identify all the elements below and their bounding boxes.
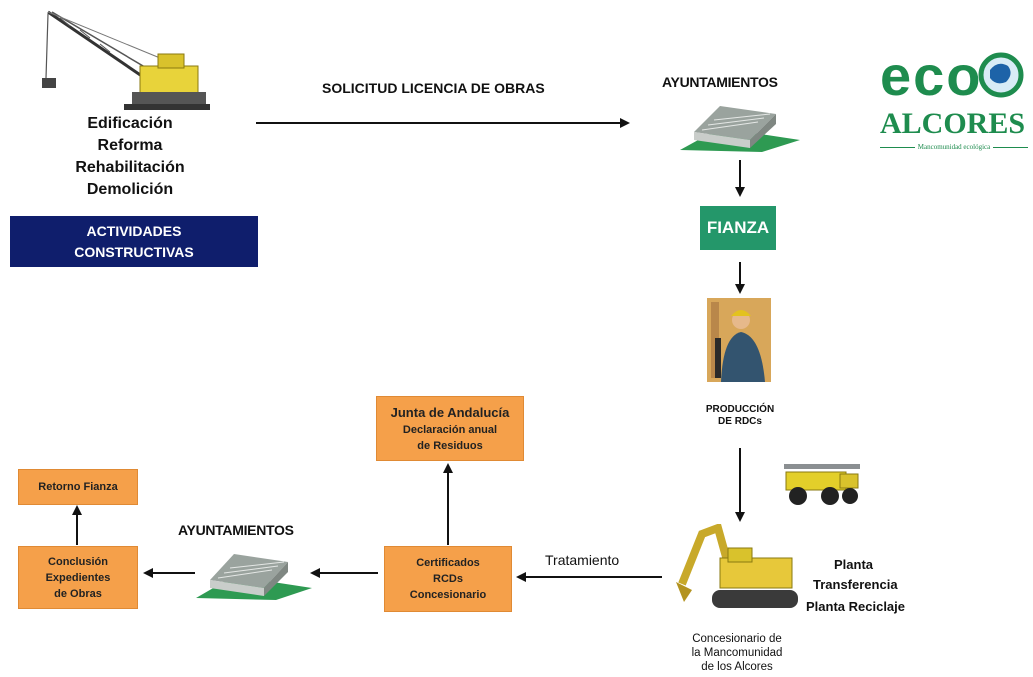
worker-photo-icon (707, 298, 771, 382)
excavator-icon (676, 524, 798, 608)
solicitud-licencia-label: SOLICITUD LICENCIA DE OBRAS (322, 80, 545, 96)
retorno-fianza-box: Retorno Fianza (18, 469, 138, 505)
concesionario-line-2: la Mancomunidad (691, 647, 783, 659)
certificados-line-1: Certificados (416, 557, 480, 569)
activities-list: Edificación Reforma Rehabilitación Demol… (60, 113, 200, 201)
city-hall-building-icon (680, 106, 800, 152)
concesionario-label: Concesionario de la Mancomunidad de los … (668, 632, 806, 674)
conclusion-line-3: de Obras (54, 587, 102, 600)
logo-alcores-text: ALCORES (880, 107, 1026, 140)
activity-demolicion: Demolición (86, 181, 174, 198)
certificados-box: Certificados RCDs Concesionario (384, 546, 512, 612)
actividades-line-2: CONSTRUCTIVAS (74, 243, 194, 260)
certificados-line-2: RCDs (433, 573, 463, 585)
transferencia-label: Transferencia (813, 577, 898, 592)
fianza-box: FIANZA (700, 206, 776, 250)
globe-icon (978, 52, 1024, 98)
eco-alcores-logo: eco ALCORES Mancomunidad ecológica (880, 48, 1030, 158)
ayuntamientos-bottom-label: AYUNTAMIENTOS (178, 522, 294, 538)
junta-line-2: de Residuos (417, 439, 483, 452)
dragline-excavator-icon (42, 10, 210, 110)
actividades-line-1: ACTIVIDADES (86, 222, 182, 239)
planta-reciclaje-label: Planta Reciclaje (806, 599, 905, 614)
logo-subtitle: Mancomunidad ecológica (917, 143, 991, 151)
junta-line-1: Declaración anual (402, 423, 498, 436)
actividades-constructivas-box: ACTIVIDADES CONSTRUCTIVAS (10, 216, 258, 267)
logo-subtitle-row: Mancomunidad ecológica (880, 143, 1029, 151)
junta-andalucia-box: Junta de Andalucía Declaración anual de … (376, 396, 524, 461)
activity-reforma: Reforma (97, 137, 163, 154)
conclusion-expedientes-box: Conclusión Expedientes de Obras (18, 546, 138, 609)
produccion-rdcs-label: PRODUCCIÓN DE RDCs (690, 404, 790, 428)
dump-truck-icon (784, 464, 860, 505)
produccion-line-2: DE RDCs (718, 416, 762, 427)
activity-edificacion: Edificación (87, 115, 173, 132)
retorno-fianza-label: Retorno Fianza (38, 481, 118, 493)
tratamiento-label: Tratamiento (545, 552, 620, 568)
activity-rehabilitacion: Rehabilitación (75, 159, 185, 176)
planta-label: Planta (834, 557, 874, 572)
concesionario-line-3: de los Alcores (701, 661, 773, 673)
logo-eco-text: eco (880, 44, 983, 107)
city-hall-building-icon-bottom (196, 554, 312, 600)
conclusion-line-2: Expedientes (45, 571, 111, 584)
certificados-line-3: Concesionario (409, 589, 487, 601)
produccion-line-1: PRODUCCIÓN (705, 404, 775, 415)
concesionario-line-1: Concesionario de (692, 633, 782, 645)
junta-title: Junta de Andalucía (390, 404, 510, 420)
conclusion-line-1: Conclusión (48, 555, 108, 568)
ayuntamientos-top-label: AYUNTAMIENTOS (662, 74, 778, 90)
